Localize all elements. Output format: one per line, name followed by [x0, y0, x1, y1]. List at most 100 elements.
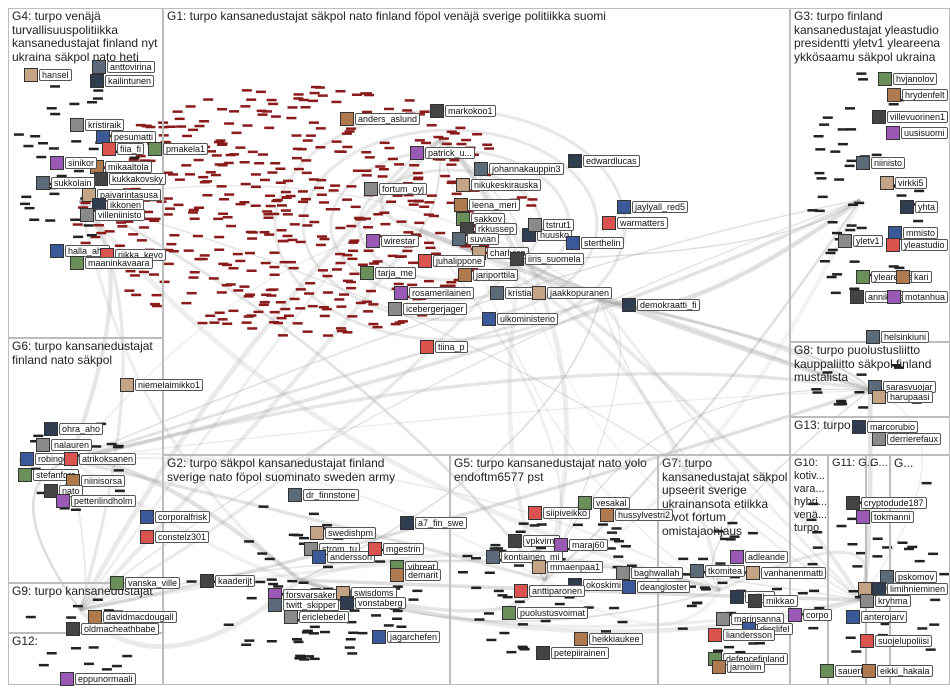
- graph-node[interactable]: uusisuomi: [886, 126, 948, 140]
- graph-node[interactable]: pmakela1: [148, 142, 208, 156]
- graph-node[interactable]: ohra_aho: [44, 422, 103, 436]
- graph-node[interactable]: puolustusvoimat: [502, 606, 588, 620]
- graph-node[interactable]: kaaderijt: [200, 574, 255, 588]
- graph-node[interactable]: swedishpm: [310, 526, 376, 540]
- graph-node[interactable]: edwardlucas: [568, 154, 640, 168]
- graph-node[interactable]: tiina_p: [420, 340, 468, 354]
- graph-node[interactable]: hvjanolov: [878, 72, 937, 86]
- graph-node[interactable]: jariporttila: [458, 268, 518, 282]
- graph-node[interactable]: anttiparonen: [514, 584, 585, 598]
- graph-node[interactable]: nalauren: [36, 438, 92, 452]
- graph-node[interactable]: niinisto: [856, 156, 905, 170]
- graph-node[interactable]: heikkiaukee: [574, 632, 643, 646]
- graph-node[interactable]: mmaenpaa1: [532, 560, 603, 574]
- graph-node[interactable]: yhta: [900, 200, 938, 214]
- graph-node[interactable]: oldmacheathbabe: [66, 622, 159, 636]
- graph-node[interactable]: baghwallah: [616, 566, 683, 580]
- graph-node[interactable]: kristia: [490, 286, 535, 300]
- graph-node[interactable]: hrydenfelt: [887, 88, 948, 102]
- graph-node[interactable]: patrick_u...: [410, 146, 475, 160]
- avatar: [92, 60, 106, 74]
- node-label: vanhanenmatti: [761, 567, 826, 579]
- graph-node[interactable]: yleastudio: [886, 238, 948, 252]
- graph-node[interactable]: eikki_hakala: [862, 664, 933, 678]
- node-label: eppunormaali: [75, 673, 136, 685]
- avatar: [852, 420, 866, 434]
- graph-node[interactable]: tarja_me: [360, 266, 416, 280]
- graph-node[interactable]: sterthelin: [566, 236, 624, 250]
- graph-node[interactable]: motanhua: [887, 290, 948, 304]
- graph-node[interactable]: suvian: [452, 232, 499, 246]
- graph-node[interactable]: warmatters: [602, 216, 668, 230]
- avatar: [110, 576, 124, 590]
- graph-node[interactable]: kukkakovsky: [94, 172, 166, 186]
- graph-node[interactable]: icebergerjager: [388, 302, 467, 316]
- graph-node[interactable]: cryptodude187: [846, 496, 927, 510]
- graph-node[interactable]: adleande: [730, 550, 788, 564]
- graph-node[interactable]: juhalippone: [418, 254, 485, 268]
- graph-node[interactable]: jaakkopuranen: [532, 286, 612, 300]
- graph-node[interactable]: johannakauppin3: [474, 162, 564, 176]
- graph-node[interactable]: vanhanenmatti: [746, 566, 826, 580]
- graph-node[interactable]: leena_meri: [454, 198, 520, 212]
- graph-node[interactable]: iiris_suomela: [510, 252, 584, 266]
- avatar: [486, 550, 500, 564]
- graph-node[interactable]: dr_finnstone: [288, 488, 359, 502]
- graph-node[interactable]: ulkoministerio: [482, 312, 558, 326]
- graph-node[interactable]: hansel: [24, 68, 72, 82]
- graph-node[interactable]: petterilindholm: [56, 494, 136, 508]
- graph-node[interactable]: anders_aslund: [340, 112, 420, 126]
- graph-node[interactable]: vanska_ville: [110, 576, 180, 590]
- node-label: mgestrin: [383, 543, 424, 555]
- graph-node[interactable]: mikkao: [748, 594, 798, 608]
- graph-node[interactable]: anttovirina: [92, 60, 155, 74]
- graph-node[interactable]: villevuorinen1: [872, 110, 948, 124]
- graph-node[interactable]: vonstaberg: [340, 596, 406, 610]
- avatar: [708, 628, 722, 642]
- graph-node[interactable]: kryhma: [860, 594, 911, 608]
- graph-node[interactable]: demokraatti_fi: [622, 298, 700, 312]
- graph-node[interactable]: yletv1: [838, 234, 883, 248]
- graph-node[interactable]: corporalfrisk: [140, 510, 210, 524]
- graph-node[interactable]: corpo: [788, 608, 832, 622]
- graph-node[interactable]: harupaasi: [872, 390, 933, 404]
- graph-node[interactable]: jarnoiim: [712, 660, 765, 674]
- graph-node[interactable]: ericlebedel: [284, 610, 349, 624]
- graph-node[interactable]: tstrut1: [528, 218, 574, 232]
- graph-node[interactable]: tokmanni: [856, 510, 914, 524]
- graph-node[interactable]: villeniinisto: [80, 208, 145, 222]
- avatar: [508, 534, 522, 548]
- graph-node[interactable]: nikukeskirauska: [456, 178, 541, 192]
- graph-node[interactable]: suojelupoliisi: [860, 634, 932, 648]
- graph-node[interactable]: vpkvirm: [508, 534, 560, 548]
- graph-node[interactable]: atrikoksanen: [64, 452, 136, 466]
- graph-node[interactable]: maaninkavaara: [70, 256, 153, 270]
- graph-node[interactable]: rosamerilainen: [394, 286, 474, 300]
- graph-node[interactable]: kailintunen: [90, 74, 154, 88]
- graph-node[interactable]: sinikor: [50, 156, 97, 170]
- graph-node[interactable]: wirestar: [366, 234, 419, 248]
- graph-node[interactable]: demarit: [390, 568, 441, 582]
- graph-node[interactable]: derrierefaux: [872, 432, 941, 446]
- graph-node[interactable]: constelz301: [140, 530, 209, 544]
- graph-node[interactable]: jaylyall_red5: [617, 200, 688, 214]
- graph-node[interactable]: petepiirainen: [536, 646, 609, 660]
- graph-node[interactable]: andersson: [312, 550, 375, 564]
- graph-node[interactable]: anterojarv: [846, 610, 907, 624]
- graph-node[interactable]: markokoo1: [430, 104, 496, 118]
- graph-node[interactable]: virkki5: [880, 176, 927, 190]
- graph-node[interactable]: hussylvestri2: [600, 508, 673, 522]
- graph-node[interactable]: deangloster: [622, 580, 690, 594]
- avatar: [880, 176, 894, 190]
- graph-node[interactable]: fiia_fi: [102, 142, 144, 156]
- graph-node[interactable]: helsinkiuni: [866, 330, 929, 344]
- graph-node[interactable]: mgestrin: [368, 542, 424, 556]
- graph-node[interactable]: tkomitea: [690, 564, 745, 578]
- graph-node[interactable]: fortum_oyj: [364, 182, 427, 196]
- graph-node[interactable]: kari: [896, 270, 932, 284]
- graph-node[interactable]: a7_fin_swe: [400, 516, 467, 530]
- graph-node[interactable]: niemelaimikko1: [120, 378, 203, 392]
- graph-node[interactable]: eppunormaali: [60, 672, 136, 686]
- graph-node[interactable]: jagarchefen: [372, 630, 440, 644]
- graph-node[interactable]: liandersson: [708, 628, 775, 642]
